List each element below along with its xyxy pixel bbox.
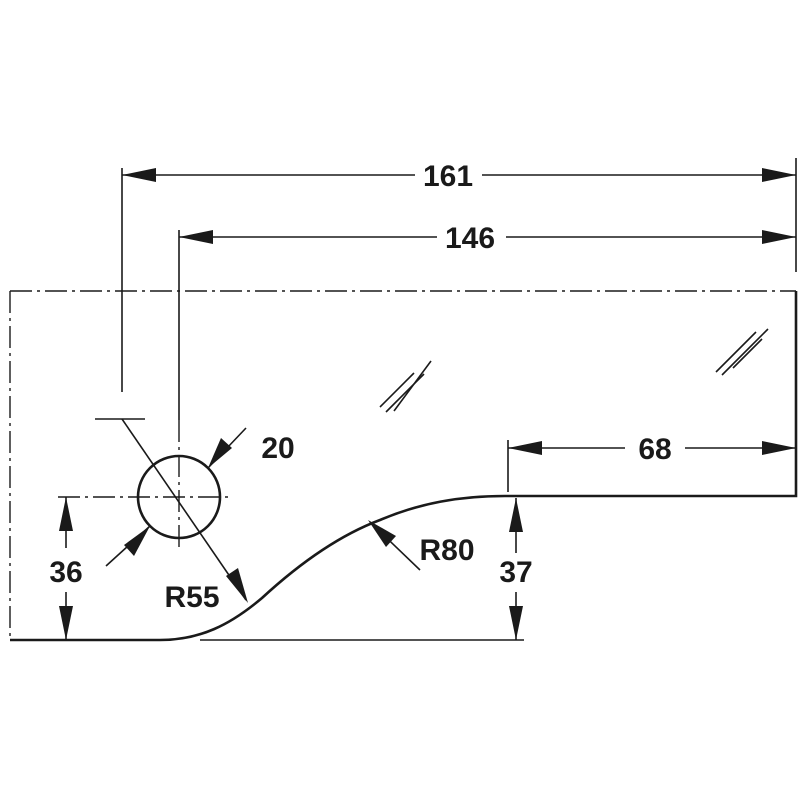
glass-panel — [9, 290, 796, 640]
radius-r80-label: R80 — [419, 534, 474, 567]
glass-hatch-mark-right — [715, 328, 769, 376]
dimension-37: 37 — [499, 498, 533, 640]
dimension-146-label: 146 — [445, 222, 495, 255]
dimension-37-label: 37 — [499, 556, 532, 589]
dimension-20: 20 — [105, 427, 295, 567]
mounting-hole — [58, 420, 232, 550]
dimension-20-label: 20 — [261, 432, 294, 465]
dimension-36-label: 36 — [49, 556, 82, 589]
r55-leader — [121, 418, 247, 601]
radius-r55: R55 — [121, 418, 248, 614]
glass-hatch-mark-left — [379, 360, 432, 413]
part-profile-outline — [10, 291, 798, 642]
radius-r80: R80 — [368, 520, 475, 571]
radius-r55-label: R55 — [164, 581, 219, 614]
dimension-36: 36 — [49, 497, 83, 640]
dimension-161: 161 — [122, 160, 796, 193]
dimension-146: 146 — [179, 222, 796, 255]
dimension-161-label: 161 — [423, 160, 473, 193]
dimension-68-label: 68 — [638, 433, 671, 466]
dimension-68: 68 — [508, 433, 796, 466]
